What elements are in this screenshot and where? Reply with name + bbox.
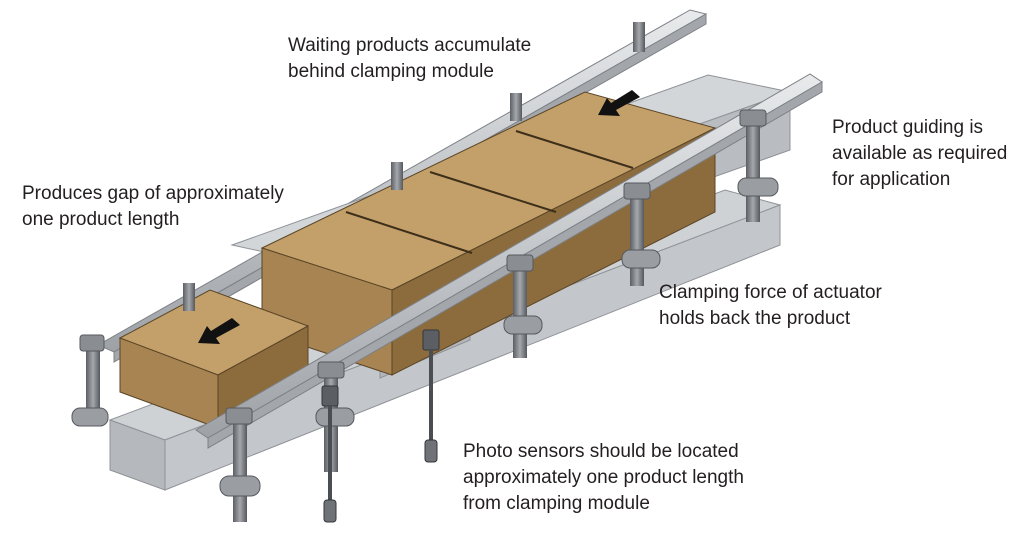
post-bracket	[503, 315, 543, 335]
product-seam	[515, 130, 634, 169]
support-post	[183, 283, 195, 311]
callout-line: available as required	[832, 143, 1008, 164]
post-clamp	[506, 254, 534, 272]
post-bracket	[737, 177, 779, 197]
support-post	[86, 348, 100, 414]
photo-sensor	[321, 385, 339, 523]
support-post	[391, 162, 403, 190]
callout-product-gap: Produces gap of approximately one produc…	[22, 181, 284, 233]
post-bracket	[621, 249, 661, 269]
product-seam	[345, 211, 473, 254]
support-post	[233, 414, 247, 522]
callout-line: from clamping module	[463, 493, 650, 514]
post-bracket	[219, 475, 261, 497]
support-post	[630, 190, 644, 286]
callout-line: Produces gap of approximately	[22, 183, 284, 204]
callout-line: Waiting products accumulate	[288, 35, 532, 56]
support-post	[513, 262, 527, 358]
post-clamp	[739, 109, 767, 127]
post-clamp	[225, 407, 253, 425]
arrow-down-left-icon	[598, 90, 640, 116]
callout-line: Clamping force of actuator	[659, 282, 882, 303]
post-bracket	[315, 407, 355, 427]
photo-sensor	[422, 329, 440, 463]
callout-line: approximately one product length	[463, 467, 744, 488]
support-post	[633, 22, 645, 52]
arrow-down-left-icon	[198, 318, 240, 344]
post-clamp	[79, 334, 105, 352]
callout-line: one product length	[22, 209, 180, 230]
product-seam	[429, 171, 557, 213]
support-post	[746, 116, 760, 222]
callout-line: for application	[832, 169, 951, 190]
callout-line: Product guiding is	[832, 117, 984, 138]
callout-line: holds back the product	[659, 308, 851, 329]
post-clamp	[317, 361, 345, 379]
callout-waiting-products: Waiting products accumulate behind clamp…	[288, 33, 531, 85]
callout-photo-sensors: Photo sensors should be located approxim…	[463, 439, 744, 517]
callout-line: Photo sensors should be located	[463, 441, 739, 462]
callout-product-guiding: Product guiding is available as required…	[832, 115, 1007, 193]
post-clamp	[623, 182, 651, 200]
callout-clamping-force: Clamping force of actuator holds back th…	[659, 280, 882, 332]
callout-line: behind clamping module	[288, 61, 494, 82]
post-bracket	[71, 407, 109, 427]
support-post	[510, 93, 522, 121]
